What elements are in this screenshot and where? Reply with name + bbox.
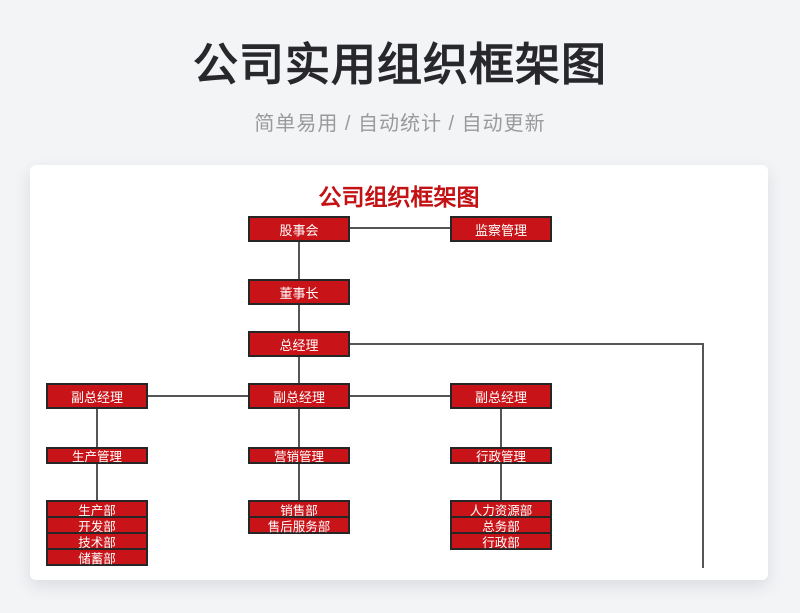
page-title: 公司实用组织框架图 bbox=[192, 39, 607, 90]
connector-deputyleft-prodmgmt bbox=[96, 409, 98, 447]
connector-board-chairman bbox=[298, 242, 300, 279]
connector-gm-deputy-center bbox=[298, 357, 300, 383]
node-dept: 总务部 bbox=[450, 516, 552, 534]
connector-board-supervision bbox=[350, 227, 450, 229]
connector-marketingmgmt-depts bbox=[298, 464, 300, 500]
node-marketing-mgmt: 营销管理 bbox=[248, 447, 350, 464]
org-chart-card: 公司组织框架图 股事会 监察管理 董事长 总经理 副总经理 副总经理 副总经理 … bbox=[30, 165, 768, 580]
page-subtitle: 简单易用 / 自动统计 / 自动更新 bbox=[254, 113, 546, 135]
node-dept: 行政部 bbox=[450, 532, 552, 550]
connector-prodmgmt-depts bbox=[96, 464, 98, 500]
node-dept: 开发部 bbox=[46, 516, 148, 534]
connector-gm-right bbox=[350, 343, 704, 345]
connector-deputyright-adminmgmt bbox=[500, 409, 502, 447]
node-supervision: 监察管理 bbox=[450, 216, 552, 242]
org-chart-title: 公司组织框架图 bbox=[318, 184, 480, 210]
node-deputy-gm-center: 副总经理 bbox=[248, 383, 350, 409]
node-production-mgmt: 生产管理 bbox=[46, 447, 148, 464]
node-deputy-gm-left: 副总经理 bbox=[46, 383, 148, 409]
connector-right-drop bbox=[702, 343, 704, 568]
node-board: 股事会 bbox=[248, 216, 350, 242]
node-admin-mgmt: 行政管理 bbox=[450, 447, 552, 464]
right-dept-stack: 人力资源部 总务部 行政部 bbox=[450, 500, 552, 550]
node-general-manager: 总经理 bbox=[248, 331, 350, 357]
node-dept: 储蓄部 bbox=[46, 548, 148, 566]
node-chairman: 董事长 bbox=[248, 279, 350, 305]
node-dept: 售后服务部 bbox=[248, 516, 350, 534]
center-dept-stack: 销售部 售后服务部 bbox=[248, 500, 350, 534]
connector-adminmgmt-depts bbox=[500, 464, 502, 500]
node-deputy-gm-right: 副总经理 bbox=[450, 383, 552, 409]
left-dept-stack: 生产部 开发部 技术部 储蓄部 bbox=[46, 500, 148, 566]
connector-deputycenter-marketingmgmt bbox=[298, 409, 300, 447]
connector-deputy-left-center bbox=[148, 395, 248, 397]
connector-chairman-gm bbox=[298, 305, 300, 331]
connector-deputy-center-right bbox=[350, 395, 450, 397]
